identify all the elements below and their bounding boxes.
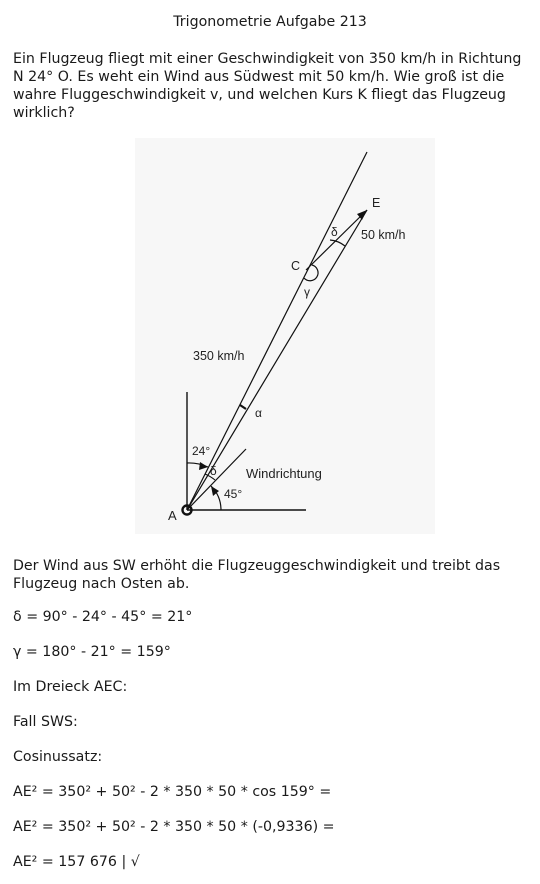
label-a: A [168,508,177,523]
label-gamma: γ [304,285,310,299]
law-heading: Cosinussatz: [13,749,103,765]
page-title: Trigonometrie Aufgabe 213 [173,14,367,30]
delta-e-arc [329,239,346,247]
angle-45-arrowhead [211,486,219,496]
resultant-vector [186,209,368,511]
wind-arrowhead [357,210,367,220]
ae-equation-2: AE² = 350² + 50² - 2 * 350 * 50 * (-0,93… [13,819,335,835]
label-wind-direction: Windrichtung [246,466,322,481]
label-delta-e: δ [331,225,338,239]
case-heading: Fall SWS: [13,714,78,730]
label-c: C [291,259,300,273]
gamma-arc [303,264,319,282]
wind-vector [305,209,368,271]
diagram-background [135,138,435,534]
triangle-heading: Im Dreieck AEC: [13,679,128,695]
gamma-equation: γ = 180° - 21° = 159° [13,644,171,660]
wind-direction-line [186,448,247,511]
label-delta-a: δ [210,464,217,478]
label-speed-plane: 350 km/h [193,349,244,363]
angle-24-arrowhead [199,462,208,470]
label-e: E [372,196,380,210]
label-alpha: α [255,406,262,420]
label-angle-24: 24° [192,444,210,458]
ae-equation-3: AE² = 157 676 | √ [13,854,140,870]
delta-arc [204,473,216,481]
course-line [186,151,368,511]
delta-equation: δ = 90° - 24° - 45° = 21° [13,609,193,625]
vector-diagram: A C E 350 km/h 50 km/h 24° 45° δ δ γ α W… [135,138,435,534]
alpha-arc [239,404,247,410]
solution-intro: Der Wind aus SW erhöht die Flugzeuggesch… [13,558,501,592]
ae-equation-1: AE² = 350² + 50² - 2 * 350 * 50 * cos 15… [13,784,332,800]
label-angle-45: 45° [224,487,242,501]
point-a-marker [181,504,193,516]
label-speed-wind: 50 km/h [361,228,406,242]
problem-statement: Ein Flugzeug fliegt mit einer Geschwindi… [13,51,522,121]
